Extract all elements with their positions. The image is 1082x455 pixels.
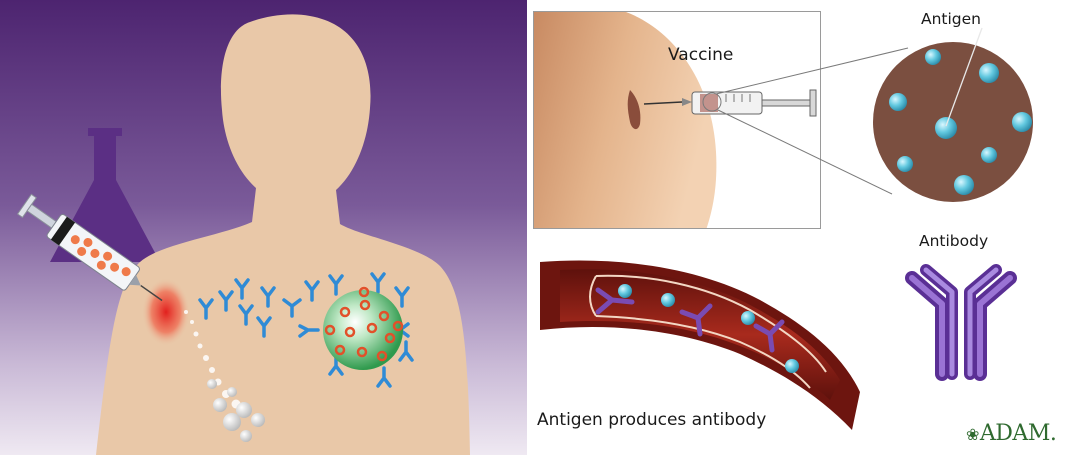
left-illustration [0, 0, 527, 455]
caption-label: Antigen produces antibody [537, 412, 766, 429]
vaccine-inset [533, 11, 821, 229]
adam-logo: ❀ADAM. [966, 423, 1056, 445]
leaf-icon: ❀ [966, 425, 979, 444]
antibody-label: Antibody [919, 234, 988, 250]
vaccine-label: Vaccine [668, 47, 733, 64]
body-illustration [0, 0, 527, 455]
logo-text: ADAM. [980, 421, 1056, 446]
injection-site [142, 278, 190, 346]
antigen-label: Antigen [921, 12, 981, 28]
antibody-icon [912, 270, 1010, 374]
antigen-pointer [946, 28, 982, 126]
antigen-circle [873, 28, 1033, 202]
blood-vessel-icon [540, 261, 860, 430]
